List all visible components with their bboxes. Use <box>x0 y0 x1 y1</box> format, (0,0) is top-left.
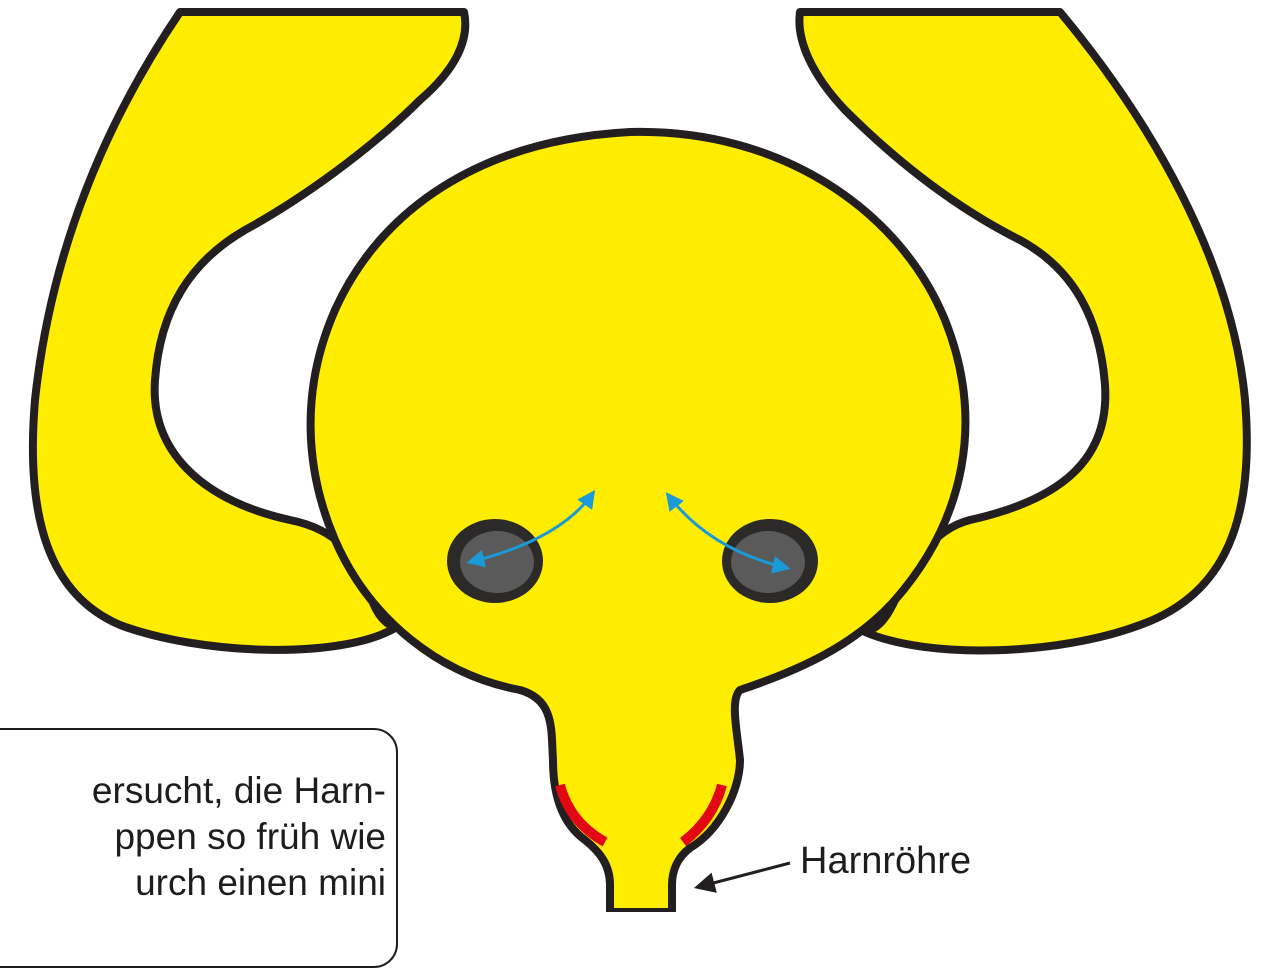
bladder <box>311 132 966 912</box>
callout-box: ersucht, die Harn- ppen so früh wie urch… <box>0 728 398 968</box>
callout-text: ersucht, die Harn- ppen so früh wie urch… <box>0 768 386 906</box>
urethra-label: Harnröhre <box>800 838 971 884</box>
urethra-pointer-arrow <box>698 863 790 887</box>
left-ureter-orifice <box>447 519 543 603</box>
right-ureter-orifice <box>722 519 818 603</box>
